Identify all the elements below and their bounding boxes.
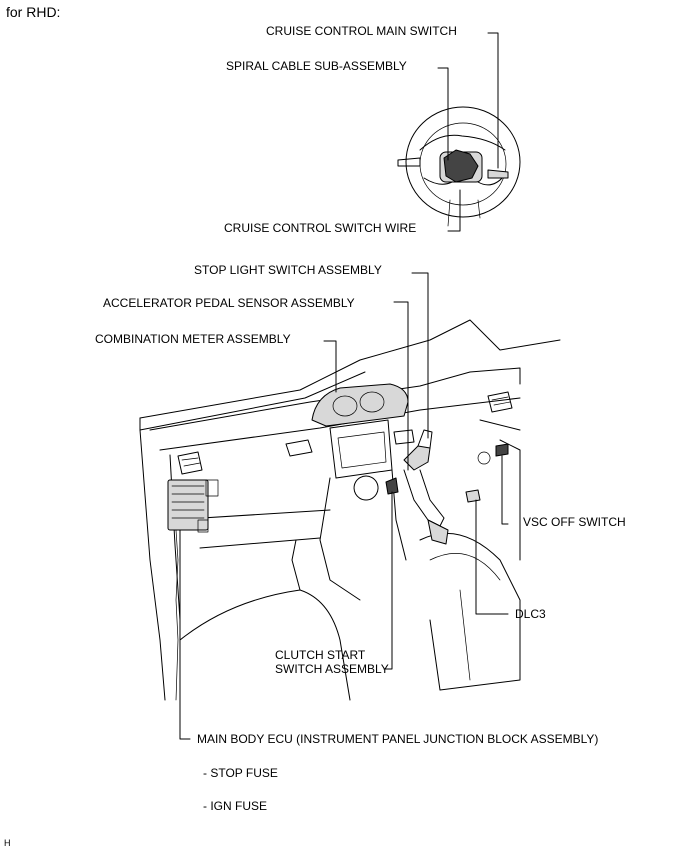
steering-wheel-illustration <box>397 106 521 227</box>
main-body-ecu-label: MAIN BODY ECU (INSTRUMENT PANEL JUNCTION… <box>197 732 599 746</box>
dashboard-illustration <box>139 319 561 701</box>
dlc3-label: DLC3 <box>515 607 546 621</box>
ign-fuse-label: - IGN FUSE <box>203 799 268 813</box>
combination-meter-label: COMBINATION METER ASSEMBLY <box>95 332 291 346</box>
clutch-start-label-line2: SWITCH ASSEMBLY <box>275 662 389 676</box>
diagram-heading: for RHD: <box>6 4 61 20</box>
cruise-control-main-switch-label: CRUISE CONTROL MAIN SWITCH <box>266 24 457 38</box>
stop-light-switch-label: STOP LIGHT SWITCH ASSEMBLY <box>194 263 382 277</box>
vsc-off-switch-label: VSC OFF SWITCH <box>523 515 626 529</box>
cruise-control-switch-wire-label: CRUISE CONTROL SWITCH WIRE <box>224 221 417 235</box>
accelerator-pedal-sensor-label: ACCELERATOR PEDAL SENSOR ASSEMBLY <box>103 296 355 310</box>
stop-fuse-label: - STOP FUSE <box>203 766 278 780</box>
spiral-cable-label: SPIRAL CABLE SUB-ASSEMBLY <box>226 59 407 73</box>
figure-id: H <box>4 838 11 848</box>
clutch-start-label-line1: CLUTCH START <box>275 648 366 662</box>
leader-lines <box>179 32 509 740</box>
